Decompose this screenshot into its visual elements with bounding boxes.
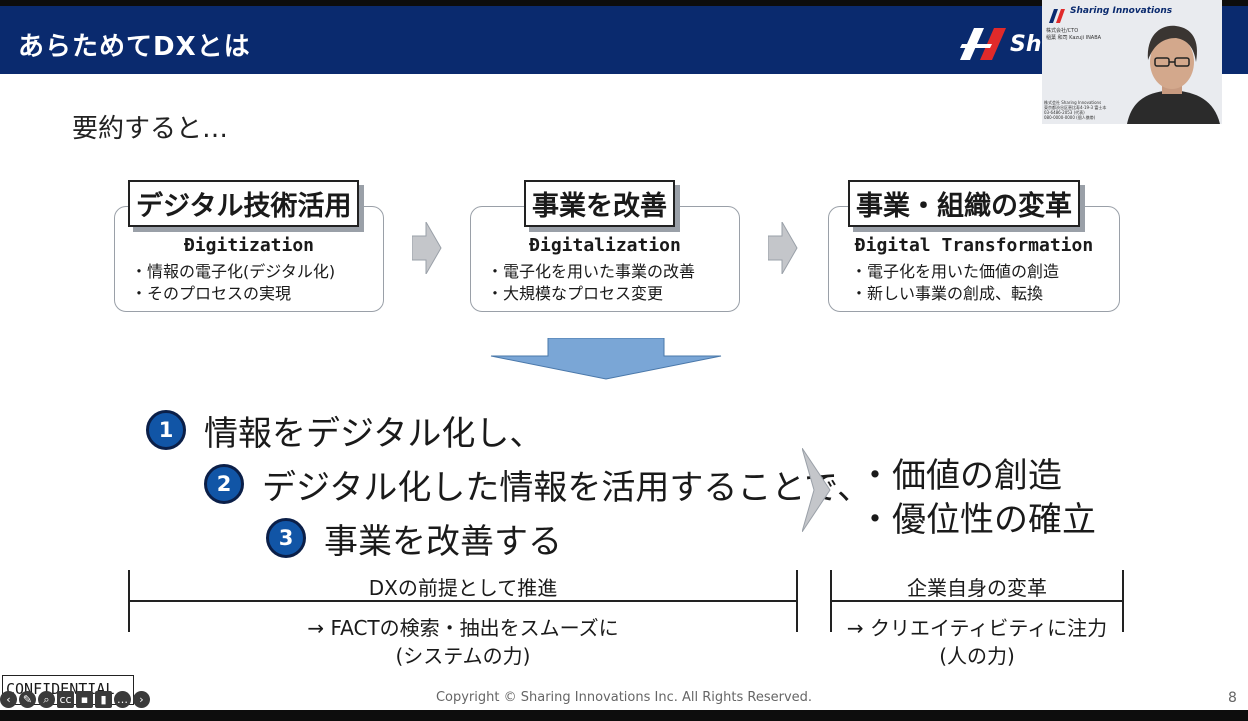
bracket-divider: [830, 600, 1124, 602]
copyright-text: Copyright © Sharing Innovations Inc. All…: [435, 690, 813, 705]
captions-icon[interactable]: cc: [57, 690, 74, 708]
stage-bullet: ・新しい事業の創成、転換: [851, 284, 1044, 303]
brand-mark-icon: [1049, 9, 1065, 23]
result-item: ・優位性の確立: [858, 500, 1096, 540]
stage-bullets: ・電子化を用いた事業の改善 ・大規模なプロセス変更: [487, 261, 695, 305]
stage-bullet: ・電子化を用いた価値の創造: [851, 262, 1060, 281]
stage-bullet: ・大規模なプロセス変更: [487, 284, 664, 303]
video-name-line: 株式会社/CTO: [1046, 28, 1079, 34]
screen-icon[interactable]: ▪: [76, 690, 93, 708]
bracket-detail: (システムの力): [395, 644, 531, 668]
step-text: 事業を改善する: [324, 522, 562, 562]
pen-icon[interactable]: ✎: [19, 690, 36, 708]
top-strip: [0, 0, 1248, 6]
slide-header: あらためてDXとは Sh: [0, 6, 1248, 74]
video-person-line: 稲葉 和司 Kazuji INABA: [1046, 35, 1102, 41]
sharing-innovations-logo-icon: [960, 28, 1006, 60]
bracket-title: 企業自身の変革: [907, 576, 1047, 600]
stage-bullets: ・電子化を用いた価値の創造 ・新しい事業の創成、転換: [851, 261, 1059, 305]
presenter-silhouette-icon: [1127, 25, 1220, 124]
arrow-right-icon: [768, 222, 798, 274]
stage-bullet: ・電子化を用いた事業の改善: [487, 262, 696, 281]
logo-text: Sh: [1010, 32, 1042, 57]
stage-bullet: ・そのプロセスの実現: [131, 284, 292, 303]
bracket-detail: (人の力): [939, 644, 1015, 668]
step-number-badge: 3: [266, 518, 306, 558]
mic-icon[interactable]: ▮: [95, 690, 112, 708]
bracket-divider: [128, 600, 798, 602]
stage-english-label: Ðigital Transformation: [854, 235, 1094, 256]
stage-label-digitization: デジタル技術活用: [128, 180, 360, 227]
video-address: 株式会社 Sharing Innovations 東京都渋谷区恵比寿4-19-3…: [1044, 100, 1106, 120]
zoom-icon[interactable]: ⌕: [38, 690, 55, 708]
page-number: 8: [1228, 690, 1237, 706]
more-icon[interactable]: …: [114, 690, 131, 708]
video-name-card: 株式会社/CTO 稲葉 和司 Kazuji INABA: [1046, 28, 1101, 42]
stage-label-transformation: 事業・組織の変革: [848, 180, 1080, 227]
arrow-right-icon: [802, 448, 831, 532]
next-icon[interactable]: ›: [133, 690, 150, 708]
step-text: 情報をデジタル化し、: [204, 414, 544, 454]
prev-icon[interactable]: ‹: [0, 690, 17, 708]
video-brand: Sharing Innovations: [1070, 6, 1173, 16]
stage-label-digitalization: 事業を改善: [524, 180, 675, 227]
video-address-line: 080-0000-0000 (個人携帯): [1044, 115, 1096, 120]
arrow-right-icon: [412, 222, 442, 274]
presenter-video: Sharing Innovations 株式会社/CTO 稲葉 和司 Kazuj…: [1042, 0, 1222, 124]
stage-bullet: ・情報の電子化(デジタル化): [131, 262, 336, 281]
arrow-down-icon: [490, 338, 722, 380]
stage-bullets: ・情報の電子化(デジタル化) ・そのプロセスの実現: [131, 261, 335, 305]
stage-english-label: Ðigitalization: [529, 235, 681, 256]
bracket-title: DXの前提として推進: [368, 576, 558, 600]
step-number-badge: 1: [146, 410, 186, 450]
bottom-strip: [0, 710, 1248, 721]
slide-title: あらためてDXとは: [18, 32, 251, 62]
step-text: デジタル化した情報を活用することで、: [262, 468, 871, 508]
video-address-line: 東京都渋谷区恵比寿4-19-3 富士本: [1044, 105, 1107, 110]
summary-heading: 要約すると…: [72, 114, 229, 144]
video-address-line: 株式会社 Sharing Innovations: [1044, 100, 1102, 105]
video-address-line: 03-6486-2053 (代表): [1044, 110, 1085, 115]
bracket-detail: → FACTの検索・抽出をスムーズに: [307, 616, 619, 640]
stage-box-digitalization: Ðigitalization ・電子化を用いた事業の改善 ・大規模なプロセス変更: [470, 206, 740, 312]
step-number-badge: 2: [204, 464, 244, 504]
presentation-toolbar: ‹ ✎ ⌕ cc ▪ ▮ … ›: [0, 690, 150, 708]
stage-english-label: Ðigitization: [183, 235, 315, 256]
result-item: ・価値の創造: [858, 456, 1062, 496]
bracket-detail: → クリエイティビティに注力: [846, 616, 1108, 640]
